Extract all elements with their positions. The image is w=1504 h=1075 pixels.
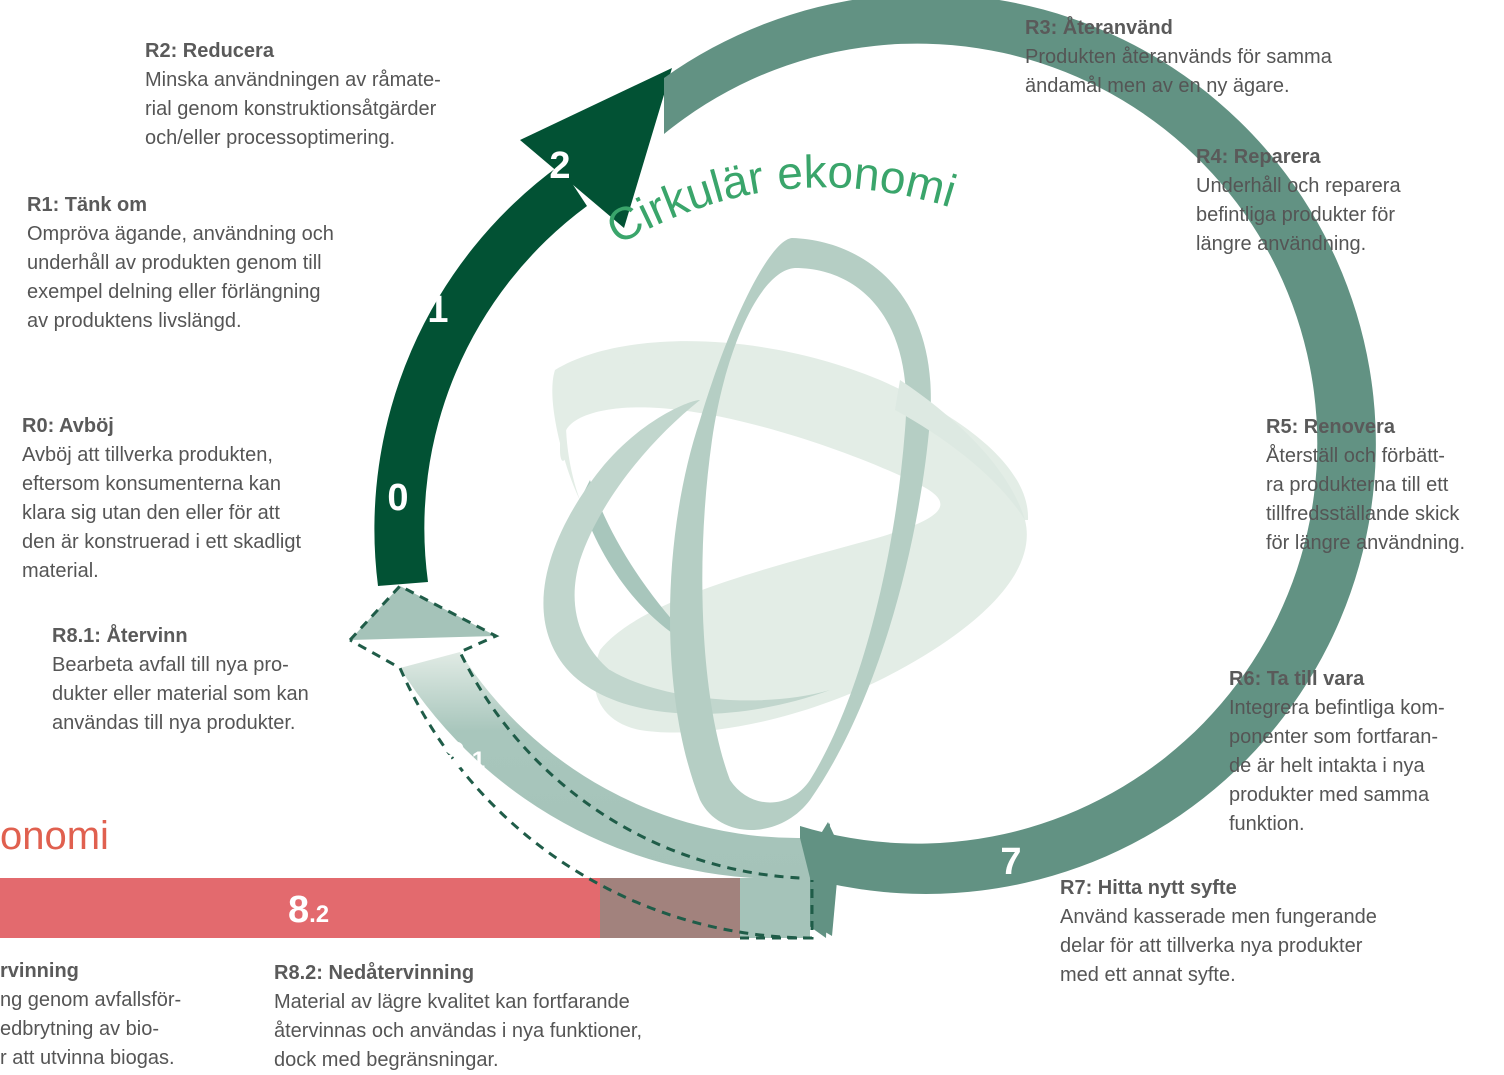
step-r0-desc: Avböj att tillverka produkten, eftersom … bbox=[22, 444, 302, 582]
step-number-8-2: 8.2 bbox=[288, 889, 329, 931]
step-r3-desc: Produkten återanvänds för samma ändamål … bbox=[1025, 46, 1332, 97]
central-ribbon-emblem bbox=[543, 238, 1029, 830]
step-r7-title: R7: Hitta nytt syfte bbox=[1060, 877, 1237, 899]
step-number-1: 1 bbox=[427, 289, 448, 331]
step-r6-title: R6: Ta till vara bbox=[1229, 668, 1365, 690]
arc-dark-green bbox=[374, 165, 587, 586]
band-overlap bbox=[600, 878, 740, 938]
step-r2-title: R2: Reducera bbox=[145, 40, 274, 62]
step-r82-desc: Material av lägre kvalitet kan fortfaran… bbox=[274, 991, 643, 1071]
step-r1-title: R1: Tänk om bbox=[27, 194, 148, 216]
step-r9-desc: ng genom avfallsför- edbrytning av bio- … bbox=[0, 989, 182, 1069]
step-r3: R3: Återanvänd Produkten återanvänds för… bbox=[1025, 14, 1425, 101]
arrow-head-81 bbox=[350, 586, 496, 640]
step-r5-desc: Återställ och förbätt- ra produkterna ti… bbox=[1266, 445, 1466, 554]
step-r81: R8.1: Återvinn Bearbeta avfall till nya … bbox=[52, 622, 362, 738]
step-number-0: 0 bbox=[387, 477, 408, 519]
arrow-head-2 bbox=[520, 68, 672, 228]
step-r1-desc: Ompröva ägande, användning och underhåll… bbox=[27, 223, 334, 332]
step-r4-title: R4: Reparera bbox=[1196, 146, 1321, 168]
step-number-5: 5 bbox=[1214, 435, 1235, 477]
arc-light-green bbox=[400, 652, 810, 879]
step-r1: R1: Tänk om Ompröva ägande, användning o… bbox=[27, 191, 397, 336]
step-r82-title: R8.2: Nedåtervinning bbox=[274, 962, 475, 984]
step-number-7: 7 bbox=[1000, 841, 1021, 883]
step-r6: R6: Ta till vara Integrera befintliga ko… bbox=[1229, 665, 1499, 839]
step-r6-desc: Integrera befintliga kom- ponenter som f… bbox=[1229, 697, 1445, 835]
circular-ring bbox=[348, 0, 1376, 940]
step-r82: R8.2: Nedåtervinning Material av lägre k… bbox=[274, 959, 734, 1075]
step-r0: R0: Avböj Avböj att tillverka produkten,… bbox=[22, 412, 362, 586]
step-r7-desc: Använd kasserade men fungerande delar fö… bbox=[1060, 906, 1377, 986]
step-r4: R4: Reparera Underhåll och reparera befi… bbox=[1196, 143, 1486, 259]
step-number-3: 3 bbox=[897, 75, 918, 117]
step-r7: R7: Hitta nytt syfte Använd kasserade me… bbox=[1060, 874, 1460, 990]
step-r81-desc: Bearbeta avfall till nya pro- dukter ell… bbox=[52, 654, 309, 734]
step-r9-title: rvinning bbox=[0, 960, 79, 982]
step-number-8-1: 8.1 bbox=[444, 735, 485, 777]
step-r2-desc: Minska användningen av råmate- rial geno… bbox=[145, 69, 441, 149]
linear-economy-title: onomi bbox=[0, 814, 109, 858]
step-r3-title: R3: Återanvänd bbox=[1025, 17, 1173, 39]
step-r5: R5: Renovera Återställ och förbätt- ra p… bbox=[1266, 413, 1502, 558]
step-r4-desc: Underhåll och reparera befintliga produk… bbox=[1196, 175, 1401, 255]
step-number-4: 4 bbox=[1113, 203, 1134, 245]
step-r9-partial: rvinning ng genom avfallsför- edbrytning… bbox=[0, 957, 240, 1073]
diagram-title: Cirkulär ekonomi bbox=[598, 145, 963, 254]
step-r5-title: R5: Renovera bbox=[1266, 416, 1395, 438]
step-number-6: 6 bbox=[1167, 671, 1188, 713]
step-number-2: 2 bbox=[549, 145, 570, 187]
step-r81-title: R8.1: Återvinn bbox=[52, 625, 188, 647]
step-r0-title: R0: Avböj bbox=[22, 415, 114, 437]
step-r2: R2: Reducera Minska användningen av råma… bbox=[145, 37, 505, 153]
